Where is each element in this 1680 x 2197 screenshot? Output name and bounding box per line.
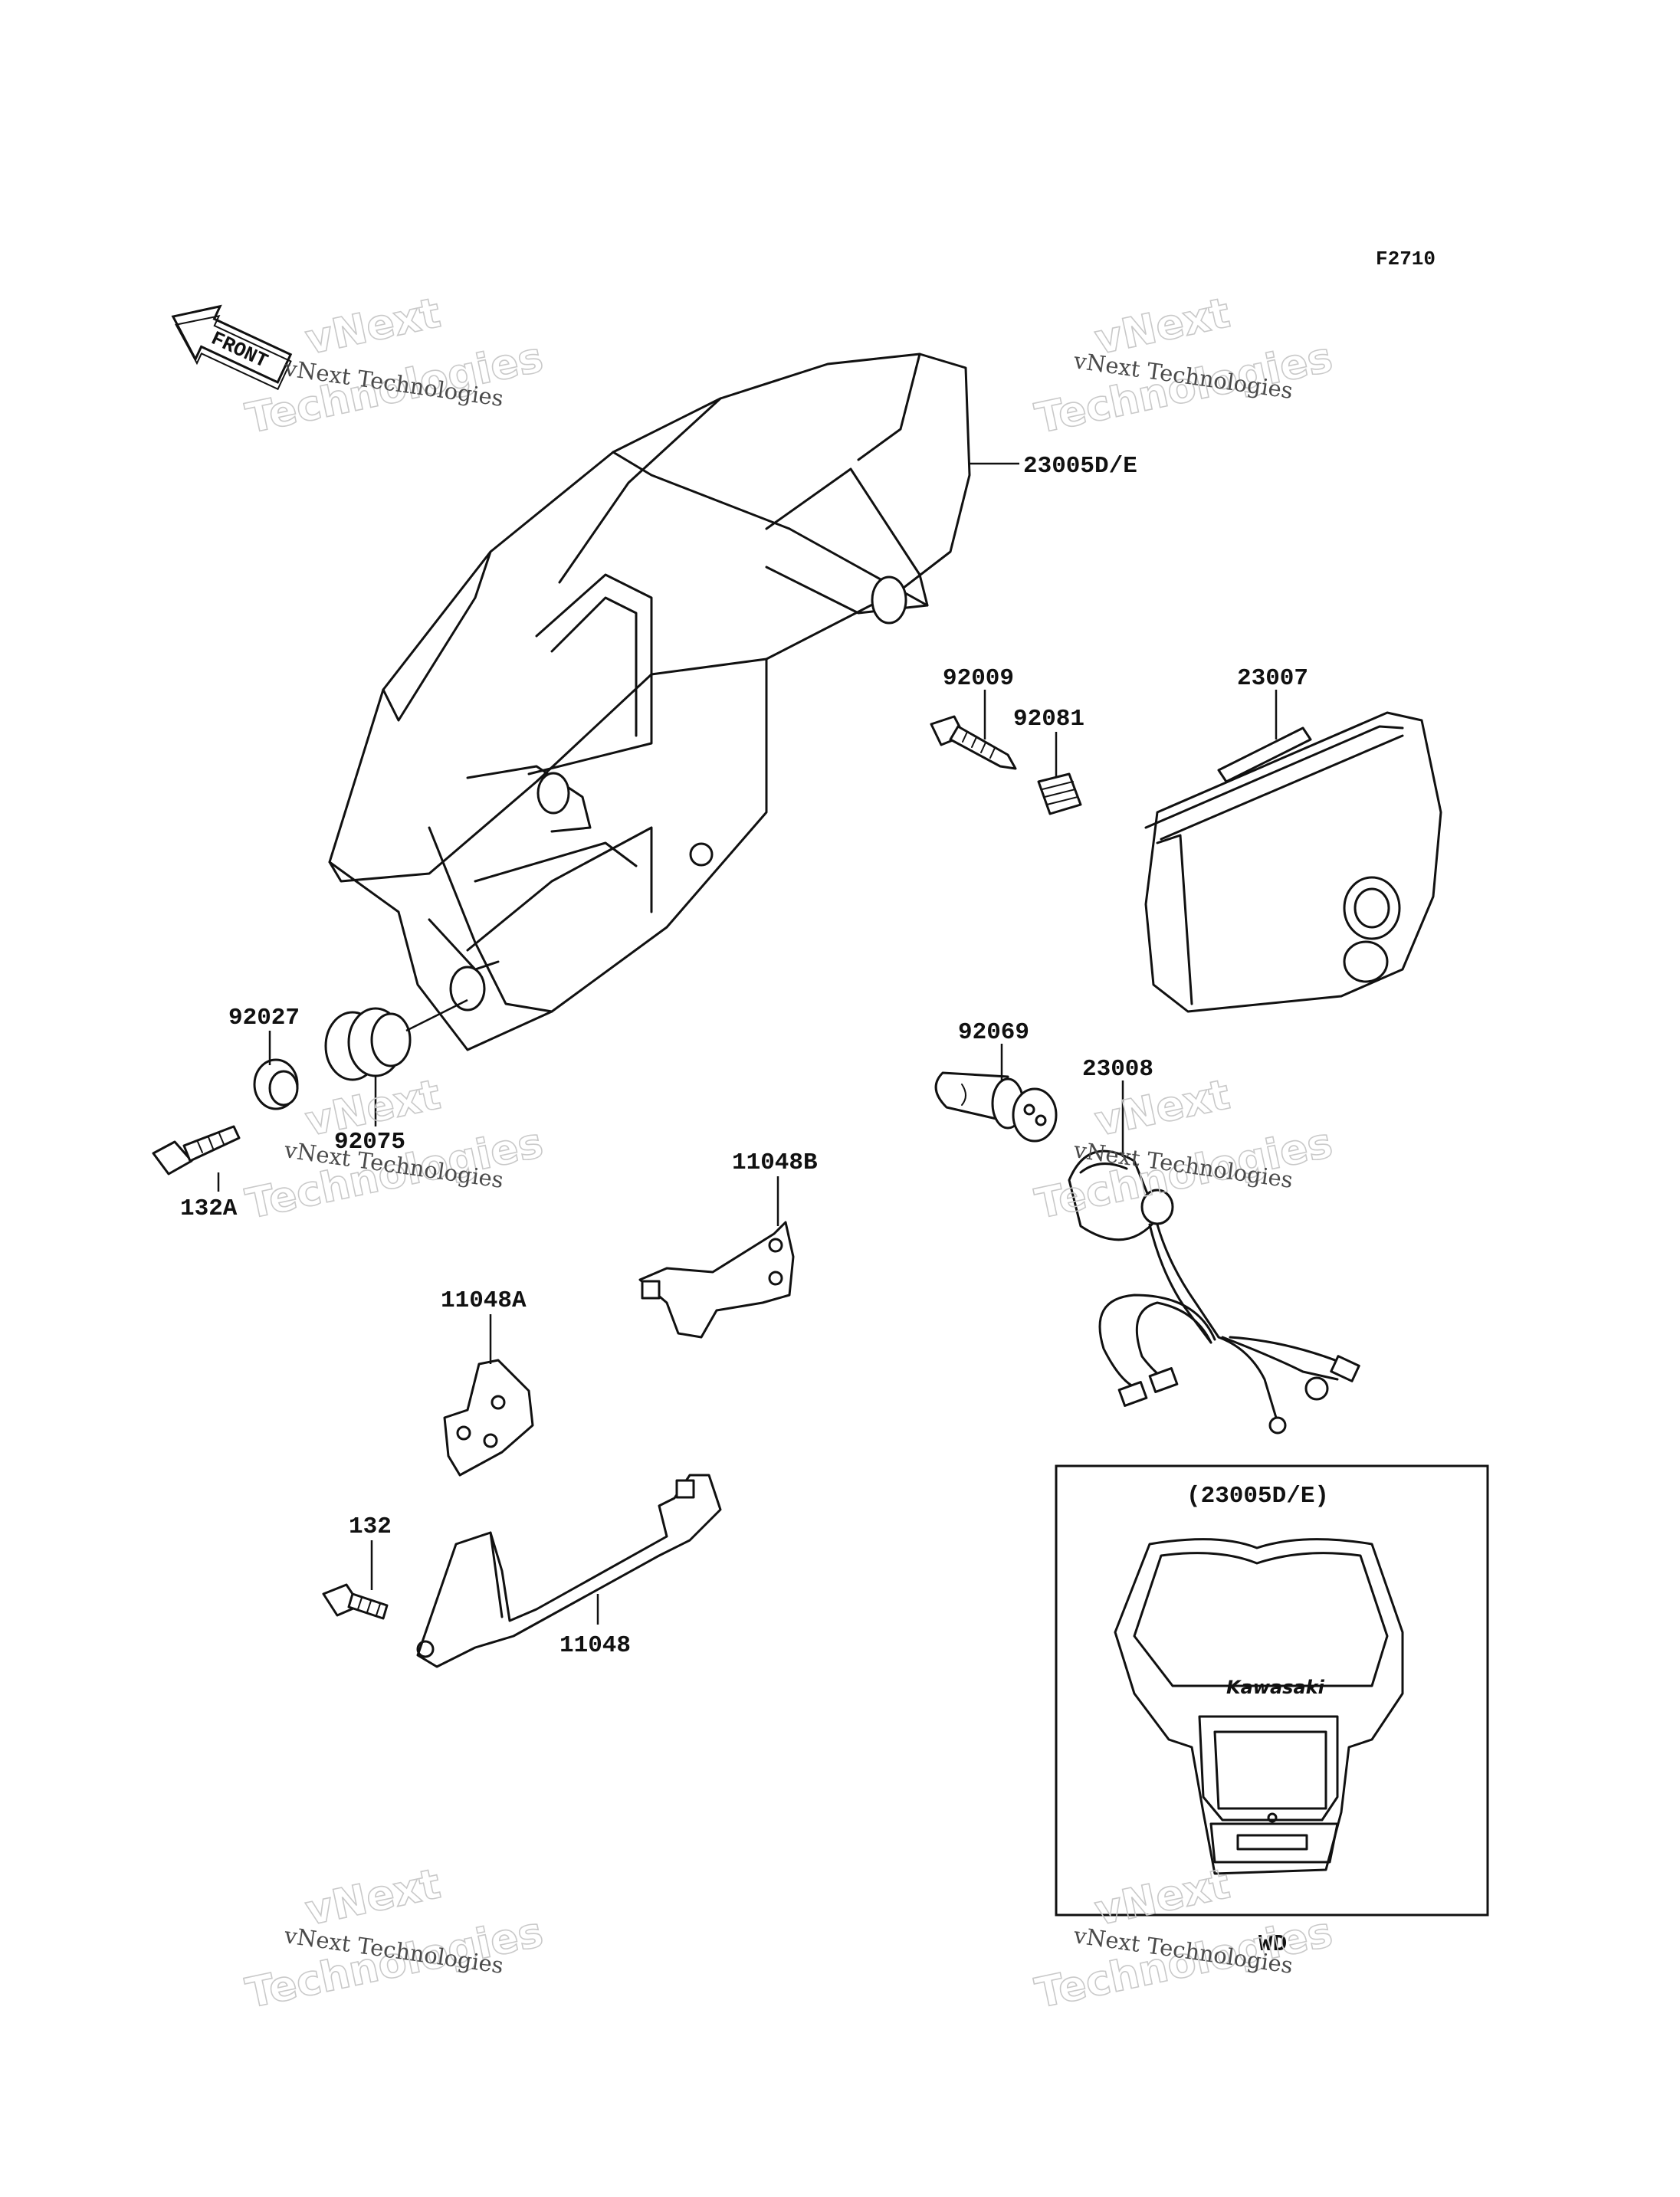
inset-box: (23005D/E) Kawasaki WD — [1055, 1464, 1489, 1958]
label-23007: 23007 — [1237, 665, 1308, 692]
inset-number-plate-shape — [1114, 1538, 1404, 1875]
label-92081: 92081 — [1013, 706, 1084, 733]
watermark-top-left: vNext Technologies vNext Technologies — [241, 288, 548, 444]
headlight-cover-shape — [328, 353, 971, 1051]
label-132a: 132A — [180, 1195, 238, 1222]
bulb-92069-shape — [934, 1071, 1058, 1143]
collar-92027-shape — [253, 1058, 299, 1110]
inset-caption: WD — [1258, 1931, 1287, 1958]
bracket-11048a-shape — [443, 1359, 534, 1477]
label-23008: 23008 — [1082, 1056, 1153, 1083]
inset-brand: Kawasaki — [1226, 1677, 1325, 1698]
label-92075: 92075 — [334, 1129, 405, 1156]
label-132: 132 — [349, 1513, 392, 1540]
watermark-vnext-big: vNext — [301, 288, 445, 364]
inset-title: (23005D/E) — [1186, 1483, 1329, 1510]
headlight-unit-23007-shape — [1144, 711, 1442, 1013]
bolt-132-shape — [322, 1583, 389, 1620]
watermark-top-right: vNext Technologies vNext Technologies — [1031, 288, 1337, 444]
watermark-mid-right: vNext Technologies vNext Technologies — [1031, 1070, 1337, 1229]
watermark-vnext-big: vNext — [301, 1859, 445, 1935]
bracket-11048-shape — [416, 1474, 722, 1668]
label-11048: 11048 — [559, 1632, 631, 1659]
bolt-132a-shape — [152, 1125, 241, 1176]
socket-23008-shape — [1068, 1149, 1360, 1435]
front-arrow-icon: FRONT — [171, 304, 293, 391]
label-23005de: 23005D/E — [1023, 453, 1137, 480]
screw-92009-shape — [930, 715, 1017, 770]
spring-92081-shape — [1037, 772, 1082, 815]
label-92069: 92069 — [958, 1019, 1029, 1046]
label-92009: 92009 — [943, 665, 1014, 692]
grommet-92075-shape — [324, 998, 468, 1081]
label-11048b: 11048B — [732, 1149, 818, 1176]
label-92027: 92027 — [228, 1005, 300, 1031]
bracket-11048b-shape — [638, 1221, 795, 1339]
label-11048a: 11048A — [441, 1287, 527, 1314]
figure-code: F2710 — [1376, 248, 1436, 271]
watermark-bottom-left: vNext Technologies vNext Technologies — [241, 1859, 548, 2018]
